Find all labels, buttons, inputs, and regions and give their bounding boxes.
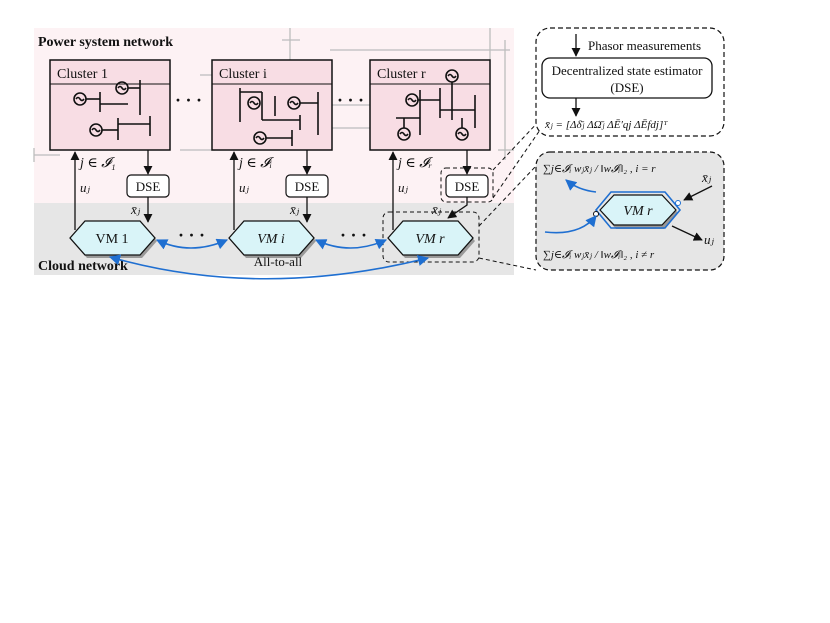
aggregation-top: ∑j∈𝓘ᵢ wⱼx̄ⱼ / ‖w𝓘ᵢ‖₂ , i = r [543,163,656,175]
aggregation-bottom: ∑j∈𝓘ᵢ wⱼx̄ⱼ / ‖w𝓘ᵢ‖₂ , i ≠ r [543,249,655,261]
index-set-1: j ∈ 𝓘₁ [78,156,116,171]
svg-text:VM r: VM r [415,232,445,247]
vm-r-detail-label: VM r [623,204,653,219]
svg-text:DSE: DSE [136,179,161,194]
cluster-1: Cluster 1 [49,59,171,151]
zoom-lines [478,119,541,271]
dse-box-1: DSE [126,174,170,198]
svg-text:DSE: DSE [455,179,480,194]
control-u-r: uⱼ [398,180,409,195]
vm-r-highlight [382,211,480,263]
vm-ellipsis-2: · · · [340,225,367,245]
control-u-1: uⱼ [80,180,91,195]
dse-full-name: Decentralized state estimator [552,63,704,78]
power-network-title: Power system network [38,35,173,50]
svg-text:VM i: VM i [257,232,285,247]
vm-r: VM r [387,220,475,258]
dse-abbrev: (DSE) [610,80,643,95]
control-u-i: uⱼ [239,180,250,195]
all-to-all-label: All-to-all [254,254,303,269]
index-set-r: j ∈ 𝓘ᵣ [396,156,433,171]
state-vector: x̄ⱼ = [Δδ̄ⱼ ΔΩ̄ⱼ ΔĒ′qj ΔĒfdj]ᵀ [544,119,668,131]
all-to-all-links [108,238,430,280]
cluster-r: Cluster r [369,59,491,151]
cluster-i-label: Cluster i [219,67,267,82]
vm-ellipsis-1: · · · [178,225,205,245]
dse-box-i: DSE [285,174,329,198]
cluster-1-label: Cluster 1 [57,67,108,82]
state-x-1: x̄ⱼ [130,202,141,217]
index-set-i: j ∈ 𝓘ᵢ [237,156,274,171]
dse-box-r: DSE [445,174,489,198]
svg-text:DSE: DSE [295,179,320,194]
cloud-network-title: Cloud network [38,259,128,274]
vm-1: VM 1 [69,220,157,258]
measurement-arrows [70,150,472,230]
cluster-ellipsis-1: · · · [175,90,202,110]
cluster-r-label: Cluster r [377,67,426,82]
detail-state-x: x̄ⱼ [701,170,712,185]
state-x-r: x̄ⱼ [431,202,442,217]
detail-control-u: uⱼ [704,232,715,247]
dse-detail-panel: Phasor measurements Decentralized state … [535,27,725,137]
svg-text:VM 1: VM 1 [95,232,128,247]
cluster-i: Cluster i [211,59,333,151]
cluster-ellipsis-2: · · · [337,90,364,110]
state-x-i: x̄ⱼ [289,202,300,217]
vm-i: VM i [228,220,316,258]
vm-detail-panel: ∑j∈𝓘ᵢ wⱼx̄ⱼ / ‖w𝓘ᵢ‖₂ , i = r VM r x̄ⱼ uⱼ… [535,151,725,271]
phasor-label: Phasor measurements [588,38,701,53]
